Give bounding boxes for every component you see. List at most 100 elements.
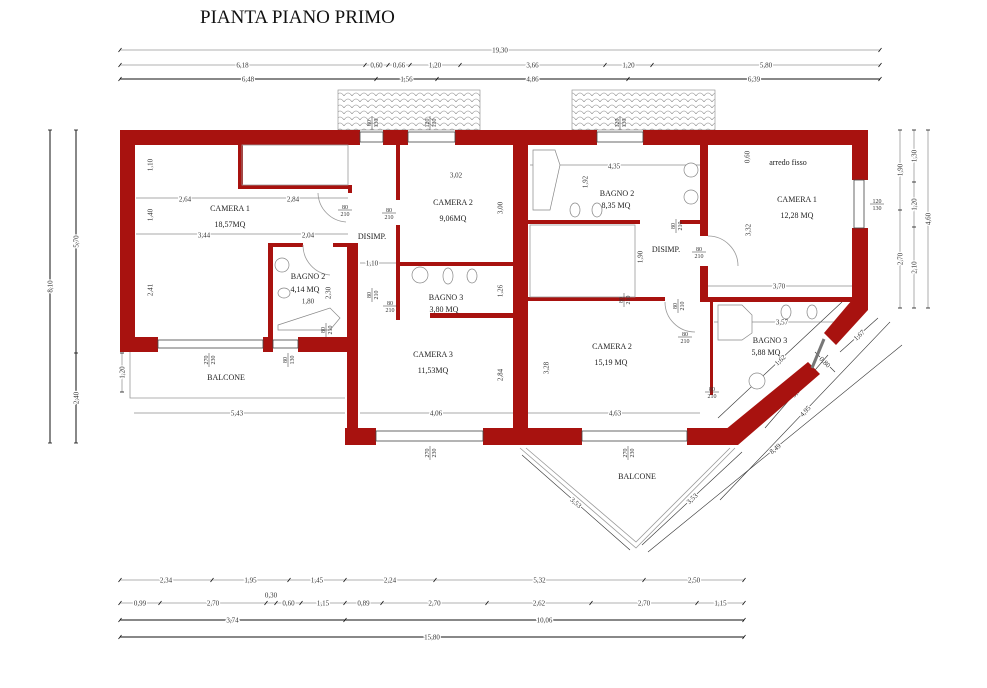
dimension-tick [878, 62, 882, 68]
room-area: 15,19 MQ [595, 358, 628, 367]
dimension-label: 2,62 [533, 600, 546, 608]
room-labels: CAMERA 1 18,57MQ CAMERA 2 9,06MQ DISIMP.… [207, 158, 817, 481]
dimension-label: 3,28 [543, 361, 551, 374]
dimension-tick [695, 600, 699, 606]
opening-width: 270 [425, 449, 431, 458]
opening-width: 80 [709, 387, 715, 393]
wall [333, 243, 358, 247]
dimension-label: 2,70 [428, 600, 441, 608]
dimension-tick [433, 577, 437, 583]
dimension-label: 2,50 [688, 577, 701, 585]
dimension-label: 4,60 [925, 212, 933, 225]
dimension-label: 5,43 [231, 410, 244, 418]
opening-height: 210 [385, 215, 394, 221]
dimension-label: 0,30 [265, 592, 278, 600]
dimension-label: 0,60 [282, 600, 295, 608]
dimension-tick [742, 600, 746, 606]
window [581, 430, 688, 442]
wall [643, 130, 868, 145]
wall [715, 362, 820, 445]
dimension-label: 0,99 [134, 600, 147, 608]
plan-title: PIANTA PIANO PRIMO [200, 7, 395, 28]
wall [680, 220, 708, 224]
dimension-label: 5,70 [73, 235, 81, 248]
dimension-label: 3,57 [776, 319, 789, 327]
dimension-label: 10,06 [537, 617, 553, 625]
dimension-label: 1,30 [911, 149, 919, 162]
opening-width: 120 [425, 119, 431, 128]
dimension-tick [650, 62, 654, 68]
wall [398, 262, 513, 266]
dimension-label: 1,20 [622, 62, 635, 70]
dimension-label: 4,35 [608, 163, 621, 171]
opening-height: 130 [622, 119, 628, 128]
window [157, 339, 264, 349]
dimension-tick [343, 577, 347, 583]
wall [710, 302, 713, 395]
dimension-tick [458, 62, 462, 68]
dimension-tick [343, 617, 347, 623]
wall [263, 337, 273, 352]
dimension-tick [742, 617, 746, 623]
wall [345, 428, 376, 445]
opening-height: 210 [678, 222, 684, 231]
dimension-tick [589, 600, 593, 606]
wall [824, 300, 868, 345]
dimension-label: 6,39 [748, 76, 761, 84]
dimension-label: 4,63 [609, 410, 622, 418]
roof-canopy-left [337, 89, 481, 131]
dimension-tick [299, 600, 303, 606]
opening-height: 210 [328, 326, 334, 335]
dimension-label: 3,00 [497, 201, 505, 214]
dimension-label: 2,70 [638, 600, 651, 608]
dimension-label: 3,74 [226, 617, 239, 625]
opening-width: 120 [873, 199, 882, 205]
wall [852, 130, 868, 180]
dimension-line [717, 301, 843, 419]
dimension-label: 1,90 [897, 163, 905, 176]
opening-width: 80 [367, 292, 373, 298]
room-name: CAMERA 1 [777, 195, 817, 204]
dimension-label: 1,40 [147, 208, 155, 221]
opening-width: 80 [283, 357, 289, 363]
dimension-label: 1,10 [366, 260, 379, 268]
dimension-tick [118, 600, 122, 606]
wall [528, 297, 665, 301]
dimension-label: 6,48 [242, 76, 255, 84]
dimension-label: 4,06 [430, 410, 443, 418]
wall [396, 225, 400, 320]
wall [348, 185, 352, 193]
dimension-line [641, 451, 743, 546]
room-name: BALCONE [618, 472, 656, 481]
roof-canopy-right [571, 89, 716, 131]
dimension-label: 5,32 [533, 577, 546, 585]
wall [120, 130, 135, 352]
wall [430, 313, 513, 318]
opening-height: 130 [374, 119, 380, 128]
opening-width: 120 [615, 119, 621, 128]
dimension-line [521, 454, 631, 551]
wall [700, 145, 708, 236]
window [596, 131, 644, 143]
dimension-label: 1,15 [714, 600, 727, 608]
dimension-label: 1,56 [400, 76, 413, 84]
opening-width: 270 [623, 449, 629, 458]
dimension-tick [158, 600, 162, 606]
dimension-label: 3,70 [773, 283, 786, 291]
room-area: 5,88 MQ [752, 348, 781, 357]
wall [120, 130, 360, 145]
dimension-tick [435, 76, 439, 82]
wall [396, 145, 400, 200]
room-name: DISIMP. [358, 232, 386, 241]
dimension-label: 15,80 [424, 634, 440, 642]
opening-width: 80 [321, 327, 327, 333]
dimension-tick [118, 617, 122, 623]
room-area: 12,28 MQ [781, 211, 814, 220]
